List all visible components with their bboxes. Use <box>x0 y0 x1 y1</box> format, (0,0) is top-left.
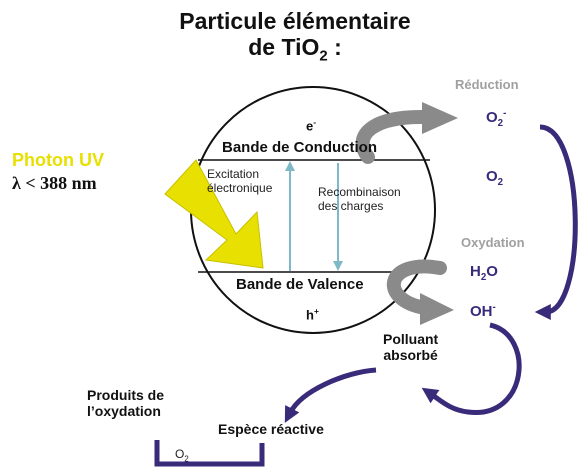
water-label: H2O <box>470 263 498 283</box>
valence-band-label: Bande de Valence <box>236 276 364 293</box>
electron-label: e- <box>306 117 317 134</box>
species-to-products-arrow <box>154 440 265 467</box>
title-line-2: de TiO2 : <box>248 34 342 66</box>
photon-arrow <box>164 159 264 269</box>
reactive-species-label: Espèce réactive <box>218 421 324 437</box>
wavelength-label: λ < 388 nm <box>12 173 97 193</box>
byproduct-label: O2 <box>175 447 189 464</box>
reduction-arrow <box>355 109 432 164</box>
excitation-label: Excitation électronique <box>207 167 273 195</box>
superoxide-label: O2- <box>486 108 507 129</box>
oxidation-arrow <box>386 259 447 315</box>
oxidation-label: Oxydation <box>461 235 525 250</box>
hydroxyl-to-pollutant-arrow <box>421 322 522 415</box>
photon-uv-label: Photon UV <box>12 150 104 170</box>
reduction-arrow-head <box>422 102 458 134</box>
conduction-band-label: Bande de Conduction <box>222 139 377 156</box>
pollutant-label: Polluant absorbé <box>383 331 439 364</box>
diagram-title: Particule élémentaire de TiO2 : <box>150 8 440 65</box>
oxidation-arrow-head <box>420 293 454 325</box>
oxygen-label: O2 <box>486 168 504 188</box>
hydroxyl-label: OH- <box>470 302 496 320</box>
reduction-label: Réduction <box>455 77 519 92</box>
title-line-1: Particule élémentaire <box>179 8 411 34</box>
pollutant-to-species-arrow <box>284 367 377 423</box>
hole-label: h+ <box>306 306 319 323</box>
superoxide-to-hydroxyl-arrow <box>534 124 578 320</box>
oxidation-products-label: Produits de l’oxydation <box>87 387 165 420</box>
recombination-label: Recombinaison des charges <box>318 185 401 213</box>
